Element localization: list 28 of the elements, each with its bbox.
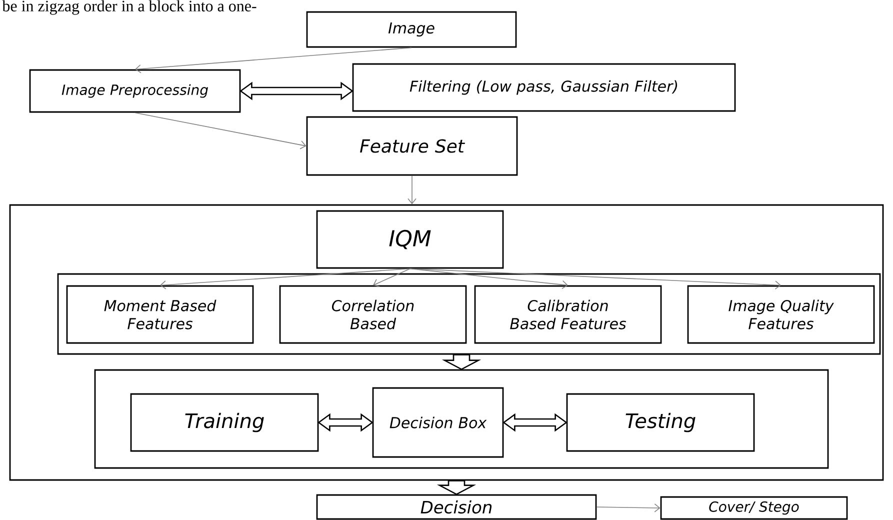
process-box: Cover/ Stego (660, 496, 848, 520)
arrow (160, 268, 410, 290)
process-box: Testing (566, 393, 755, 452)
process-box: Image Preprocessing (29, 69, 241, 113)
process-box: Decision (316, 494, 597, 520)
process-box: Feature Set (306, 116, 518, 176)
text-fragment: be in zigzag order in a block into a one- (2, 0, 256, 15)
arrow (135, 47, 412, 74)
group-box (94, 369, 829, 469)
arrow (134, 112, 306, 150)
process-box: Filtering (Low pass, Gaussian Filter) (352, 63, 736, 112)
arrow (410, 268, 781, 290)
process-box: Moment Based Features (66, 285, 254, 344)
arrow (596, 504, 660, 512)
process-box: Image (306, 11, 517, 48)
process-box: Calibration Based Features (474, 285, 662, 344)
block-arrow (442, 354, 482, 370)
arrow (373, 268, 410, 288)
process-box: IQM (316, 210, 504, 269)
block-arrow (436, 480, 476, 496)
group-box (9, 204, 884, 481)
process-box: Image Quality Features (687, 285, 875, 344)
arrow (408, 175, 416, 204)
process-box: Training (130, 393, 319, 452)
arrow (410, 268, 568, 290)
group-box (57, 273, 881, 355)
process-box: Decision Box (372, 387, 504, 458)
process-box: Correlation Based (279, 285, 467, 344)
